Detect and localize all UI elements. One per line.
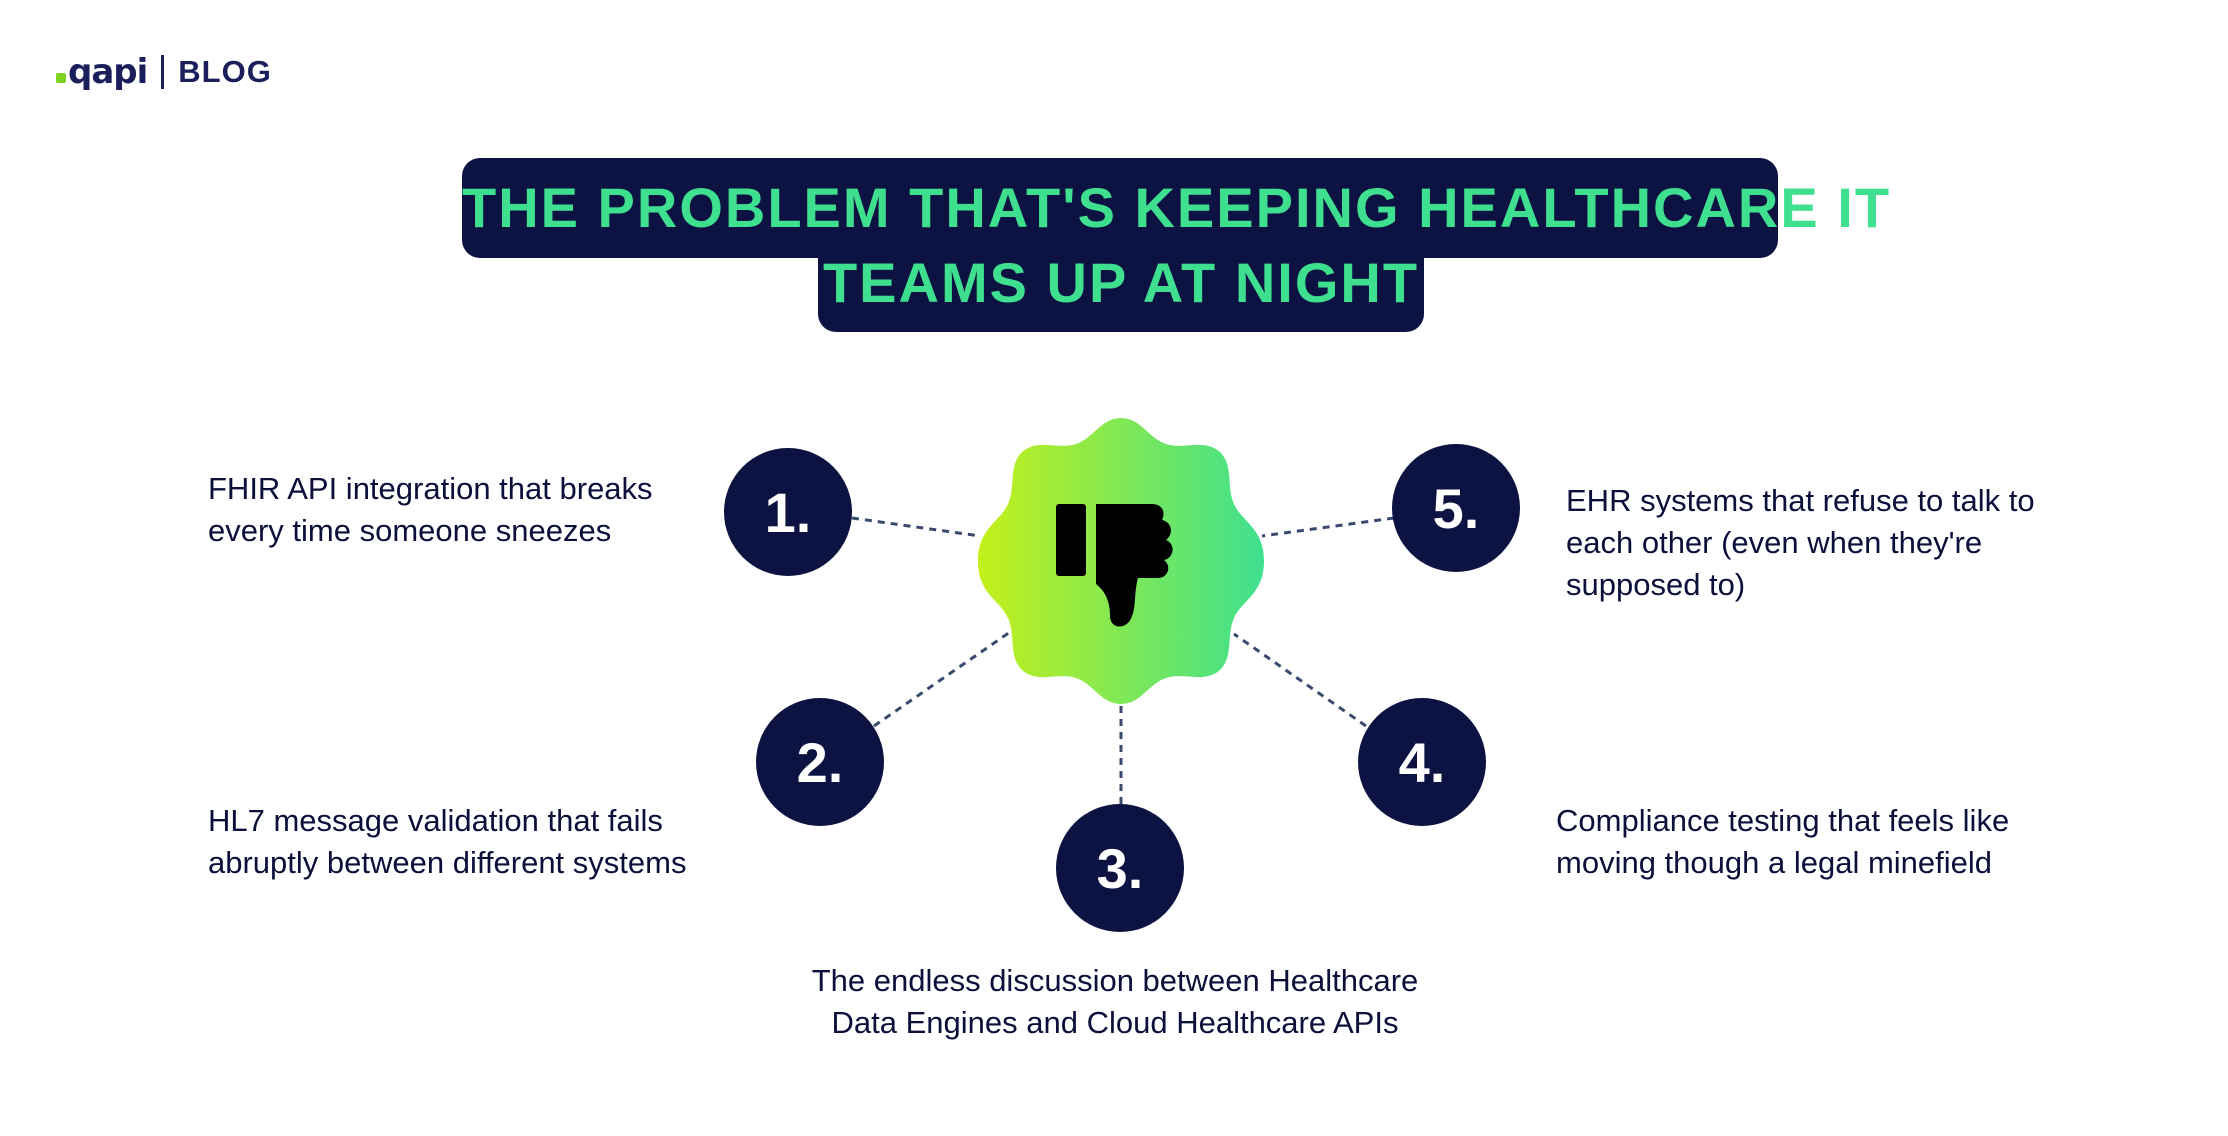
- connector-5: [1261, 516, 1395, 538]
- qapi-logo[interactable]: qapi: [56, 52, 148, 92]
- number-circle-5: 5.: [1392, 444, 1520, 572]
- number-circle-3: 3.: [1056, 804, 1184, 932]
- number-circle-4: 4.: [1358, 698, 1486, 826]
- blog-label[interactable]: BLOG: [178, 54, 272, 89]
- center-badge: [978, 418, 1264, 704]
- connector-4: [1233, 632, 1367, 728]
- number-circle-2: 2.: [756, 698, 884, 826]
- item-text-4: Compliance testing that feels like movin…: [1556, 803, 2010, 880]
- number-circle-1: 1.: [724, 448, 852, 576]
- connector-2: [873, 630, 1011, 728]
- thumbs-down-icon: [1056, 504, 1173, 627]
- logo-mark-icon: [56, 73, 66, 83]
- logo-text: qapi: [68, 52, 148, 92]
- item-text-5: EHR systems that refuse to talk to each …: [1566, 483, 2035, 602]
- item-text-2: HL7 message validation that fails abrupt…: [208, 803, 687, 880]
- brand-divider: [161, 55, 165, 89]
- connector-1: [851, 516, 981, 538]
- title-line-2: TEAMS UP AT NIGHT: [818, 238, 1424, 332]
- item-text-1: FHIR API integration that breaks every t…: [208, 471, 653, 548]
- brand-header: qapi BLOG: [56, 50, 272, 94]
- item-text-3: The endless discussion between Healthcar…: [811, 963, 1419, 1040]
